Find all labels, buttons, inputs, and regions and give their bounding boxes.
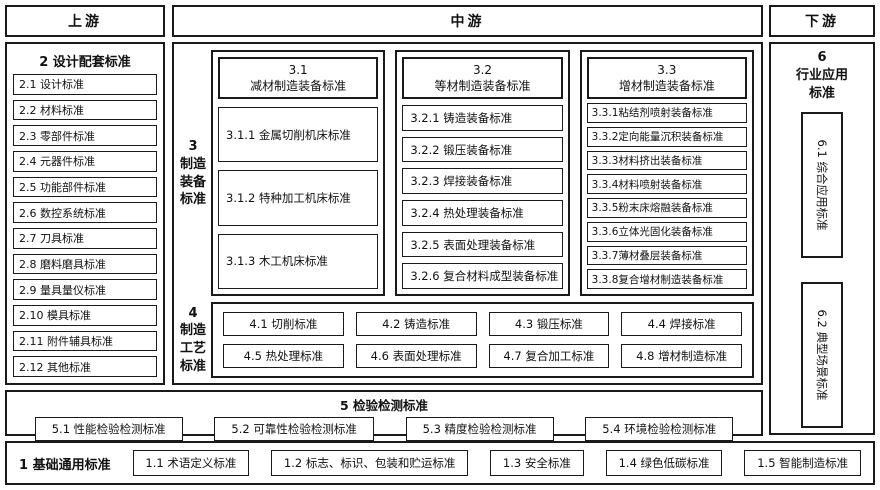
header-downstream-label: 下游 [805,14,839,30]
design-standards-title: 2 设计配套标准 [39,55,131,70]
standard-item: 3.3.5粉末床熔融装备标准 [586,198,747,218]
title-line: 标准 [808,86,835,102]
process-standards-grid: 4.1 切削标准 4.2 铸造标准 4.3 锻压标准 4.4 焊接标准 4.5 … [211,302,754,378]
standard-item: 2.2 材料标准 [13,99,157,121]
standard-item: 1.5 智能制造标准 [744,450,861,476]
standard-item: 1.1 术语定义标准 [132,450,250,476]
standard-item: 2.5 功能部件标准 [13,176,157,198]
header-downstream: 下游 [769,5,875,37]
standard-item: 2.3 零部件标准 [13,125,157,147]
header-midstream: 中游 [172,5,763,37]
inspection-testing-list: 5.1 性能检验检测标准 5.2 可靠性检验检测标准 5.3 精度检验检测标准 … [13,417,755,441]
standard-item: 3.3.3材料挤出装备标准 [586,150,747,171]
standard-item: 2.9 量具量仪标准 [13,279,157,301]
standard-item: 3.3.6立体光固化装备标准 [586,221,747,242]
standard-item: 4.7 复合加工标准 [488,344,610,368]
standard-item: 3.3.8复合增材制造装备标准 [586,269,747,289]
standard-item: 3.1.2 特种加工机床标准 [218,170,379,226]
typical-scenario-box: 6.2 典型场景标准 [801,281,843,428]
inspection-testing-title: 5 检验检测标准 [339,398,429,413]
standard-item: 3.3.7薄材叠层装备标准 [586,245,747,266]
section4-label-line: 制造 [179,323,206,339]
section3-label-line: 制造 [179,156,206,172]
standard-item: 3.3.1粘结剂喷射装备标准 [586,103,747,123]
standard-item: 5.4 环境检验检测标准 [585,417,734,441]
standard-item: 4.8 增材制造标准 [621,344,742,368]
standard-item: 2.1 设计标准 [13,74,157,95]
group-title-number: 3.1 [288,62,308,77]
standard-item: 2.8 磨料磨具标准 [13,253,157,275]
standard-item: 2.4 元器件标准 [13,151,157,172]
header-upstream: 上游 [5,5,165,37]
title-line: 行业应用 [795,68,848,84]
group-3-1-title: 3.1 减材制造装备标准 [218,57,379,99]
equipment-groups: 3.1 减材制造装备标准 3.1.1 金属切削机床标准 3.1.2 特种加工机床… [209,47,758,300]
midstream-panel: 3 制造 装备 标准 3.1 减材制造装备标准 3.1.1 金属切削机床标准 3… [172,42,763,385]
industry-application-title: 6 行业应用 标准 [796,49,848,104]
standard-item: 3.2.2 锻压装备标准 [402,136,563,163]
design-standards-panel: 2 设计配套标准 2.1 设计标准 2.2 材料标准 2.3 零部件标准 2.4… [5,42,165,385]
section4-label-line: 工艺 [179,341,206,356]
manufacturing-process-section: 4 制造 工艺 标准 4.1 切削标准 4.2 铸造标准 4.3 锻压标准 4.… [177,300,758,380]
standard-item: 3.2.4 热处理装备标准 [402,200,563,226]
group-title-text: 增材制造装备标准 [618,79,715,93]
standard-item: 6.1 综合应用标准 [815,139,829,231]
standard-item: 2.7 刀具标准 [13,228,157,249]
standard-item: 4.4 焊接标准 [621,312,742,336]
standard-item: 5.2 可靠性检验检测标准 [214,417,374,441]
section3-label-line: 装备 [179,174,206,190]
standard-item: 3.1.1 金属切削机床标准 [218,107,379,163]
standard-item: 3.3.4材料喷射装备标准 [586,174,747,194]
title-line: 6 [817,50,827,65]
standard-item: 3.2.6 复合材料成型装备标准 [402,263,563,290]
group-formative-equipment: 3.2 等材制造装备标准 3.2.1 铸造装备标准 3.2.2 锻压装备标准 3… [395,50,570,296]
standard-item: 3.3.2定向能量沉积装备标准 [586,126,747,147]
section4-vertical-label: 4 制造 工艺 标准 [177,300,209,380]
group-3-3-title: 3.3 增材制造装备标准 [586,57,747,99]
section3-label-line: 标准 [179,192,206,208]
industry-application-panel: 6 行业应用 标准 6.1 综合应用标准 6.2 典型场景标准 [769,42,875,435]
group-title-text: 减材制造装备标准 [250,79,347,93]
comprehensive-application-box: 6.1 综合应用标准 [801,111,843,258]
header-midstream-label: 中游 [450,14,485,30]
standard-item: 4.3 锻压标准 [488,312,610,336]
section4-label-line: 4 [188,305,198,321]
standard-item: 4.1 切削标准 [223,312,344,336]
group-title-number: 3.2 [472,62,493,77]
standard-item: 6.2 典型场景标准 [815,309,829,401]
section3-vertical-label: 3 制造 装备 标准 [177,47,209,300]
design-standards-list: 2.1 设计标准 2.2 材料标准 2.3 零部件标准 2.4 元器件标准 2.… [13,74,157,378]
basic-general-title: 1 基础通用标准 [19,457,111,473]
standard-item: 4.6 表面处理标准 [355,344,477,368]
standard-item: 2.6 数控系统标准 [13,202,157,224]
group-additive-equipment: 3.3 增材制造装备标准 3.3.1粘结剂喷射装备标准 3.3.2定向能量沉积装… [579,50,754,296]
standard-item: 4.2 铸造标准 [355,312,477,336]
standard-item: 3.1.3 木工机床标准 [218,233,379,289]
section3-label-line: 3 [188,139,198,155]
section4-label-line: 标准 [179,358,206,374]
standard-item: 3.2.3 焊接装备标准 [402,168,563,195]
standard-item: 2.11 附件辅具标准 [13,330,157,352]
standard-item: 3.2.5 表面处理装备标准 [402,231,563,258]
group-title-text: 等材制造装备标准 [434,79,531,93]
basic-general-panel: 1 基础通用标准 1.1 术语定义标准 1.2 标志、标识、包装和贮运标准 1.… [5,441,875,485]
standard-item: 2.10 模具标准 [13,305,157,326]
standard-item: 1.4 绿色低碳标准 [605,450,723,476]
standard-item: 5.1 性能检验检测标准 [34,417,183,441]
standard-item: 4.5 热处理标准 [223,344,344,368]
standard-item: 5.3 精度检验检测标准 [405,417,554,441]
standard-item: 3.2.1 铸造装备标准 [402,105,563,131]
inspection-testing-panel: 5 检验检测标准 5.1 性能检验检测标准 5.2 可靠性检验检测标准 5.3 … [5,390,763,441]
header-upstream-label: 上游 [68,14,102,30]
standard-item: 1.3 安全标准 [490,450,584,476]
standard-item: 1.2 标志、标识、包装和贮运标准 [271,450,469,476]
standard-item: 2.12 其他标准 [13,356,157,378]
group-3-2-title: 3.2 等材制造装备标准 [402,57,563,99]
manufacturing-equipment-section: 3 制造 装备 标准 3.1 减材制造装备标准 3.1.1 金属切削机床标准 3… [177,47,758,300]
group-subtractive-equipment: 3.1 减材制造装备标准 3.1.1 金属切削机床标准 3.1.2 特种加工机床… [211,50,386,296]
group-title-number: 3.3 [657,62,677,77]
